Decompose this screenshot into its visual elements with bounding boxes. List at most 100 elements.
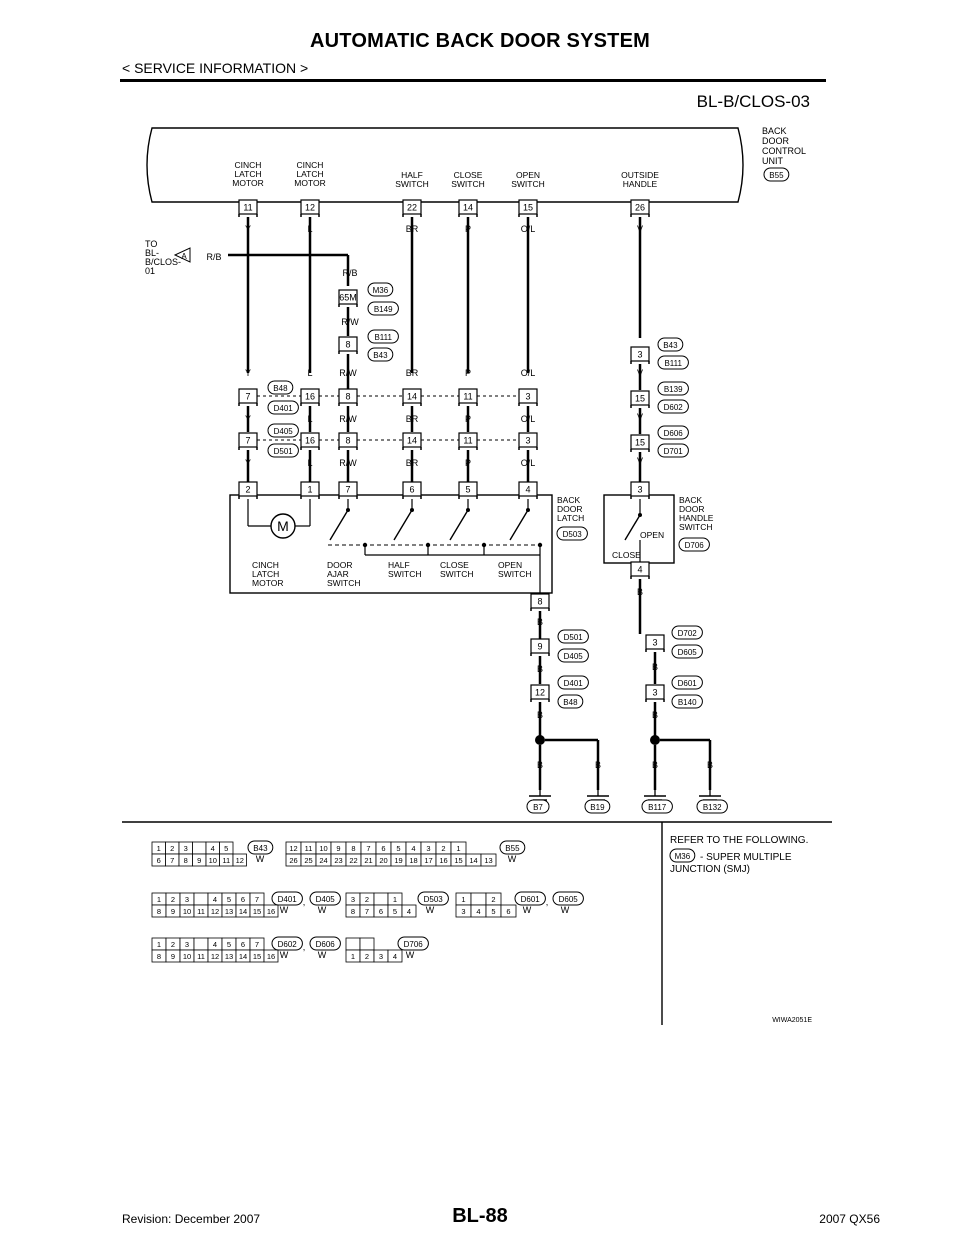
connector-view-cell-number: 7 — [366, 844, 370, 853]
terminal-function-label: CINCH — [235, 160, 262, 170]
connector-view-cell-number: 6 — [381, 844, 385, 853]
connector-view-cell-number: 16 — [267, 952, 275, 961]
smj-pin — [338, 289, 358, 305]
smj-wire-bottom: R/W — [341, 317, 359, 327]
row1-connector-pin — [518, 388, 538, 404]
latch-box-pin-number: 1 — [307, 485, 312, 495]
connector-view-cell-number: 1 — [456, 844, 460, 853]
ground-right-code — [671, 625, 703, 640]
handle-chain-pin — [630, 346, 650, 362]
terminal-function-label: SWITCH — [511, 179, 545, 189]
latch-box-pin — [458, 481, 478, 497]
control-unit-code — [763, 167, 790, 182]
to-reference-label: B/CLOS- — [145, 257, 181, 267]
to-reference-label: TO — [145, 239, 157, 249]
handle-chain-pin-number: 15 — [635, 438, 645, 448]
ref-arrow-marker — [173, 247, 191, 263]
switch-blade — [509, 509, 529, 541]
connector-view-code-text: D405 — [316, 895, 336, 904]
connector-view-color: W — [318, 905, 327, 915]
connector-view-cell-number: 1 — [157, 844, 161, 853]
latch-bottom-pin — [530, 593, 550, 609]
ground-wire-label: B — [537, 617, 543, 627]
connector-view-code — [309, 936, 341, 951]
connector-view-code — [309, 891, 341, 906]
smj-code-text: B149 — [374, 305, 393, 314]
ground-wire-label: B — [707, 760, 713, 770]
handle-switch-title: DOOR — [679, 504, 705, 514]
handle-chain-code — [657, 355, 689, 370]
connector-view-cell-number: 5 — [227, 895, 231, 904]
cu-terminal — [402, 199, 422, 215]
handle-switch-title: BACK — [679, 495, 702, 505]
reference-code-text: M36 — [675, 852, 691, 861]
handle-chain-pin — [630, 390, 650, 406]
connector-view-code — [514, 891, 546, 906]
connector-view-cell-number: 2 — [170, 844, 174, 853]
figure-id: WIWA2051E — [772, 1017, 812, 1024]
handle-switch-code — [678, 537, 710, 552]
connector-view-cell — [263, 949, 279, 963]
connector-view-cell-number: 12 — [211, 952, 219, 961]
connector-view-cell-number: 1 — [351, 952, 355, 961]
connector-view-code-text: D605 — [559, 895, 579, 904]
cu-terminal-number: 15 — [523, 203, 533, 213]
terminal-function-label: CINCH — [297, 160, 324, 170]
connector-view-cell-number: 14 — [239, 952, 247, 961]
motor-letter: M — [277, 518, 289, 534]
row1-connector-pin-number: 14 — [407, 392, 417, 402]
handle-switch-blade — [624, 514, 641, 541]
connector-view-cell-number: 4 — [213, 940, 217, 949]
ground-wire-label: B — [652, 662, 658, 672]
row2-code — [267, 443, 299, 458]
section-subtitle: < SERVICE INFORMATION > — [122, 60, 309, 76]
reference-code — [669, 848, 696, 863]
connector-view-code-text: D606 — [316, 940, 336, 949]
connector-view-cell-number: 7 — [170, 856, 174, 865]
reference-heading: REFER TO THE FOLLOWING. — [670, 835, 808, 846]
handle-top-pin — [630, 481, 650, 497]
ground-right-code — [671, 644, 703, 659]
reference-text: - SUPER MULTIPLE — [700, 852, 792, 863]
connector-view-cell-number: 5 — [227, 940, 231, 949]
connector-view-cell-number: 1 — [461, 895, 465, 904]
connector-view-cell-number: 10 — [183, 907, 191, 916]
connector-view-code — [417, 891, 449, 906]
latch-box-title: DOOR — [557, 504, 583, 514]
connector-view-cell-number: 5 — [491, 907, 495, 916]
ground-right-code-text: D601 — [678, 679, 698, 688]
row1-code — [267, 400, 299, 415]
row2-connector-pin-number: 14 — [407, 436, 417, 446]
connector-view-cell-number: 22 — [349, 856, 357, 865]
row2-connector-pin-number: 3 — [525, 436, 530, 446]
terminal-function-label: CLOSE — [454, 170, 483, 180]
row1-connector-pin-number: 8 — [345, 392, 350, 402]
latch-switch-label: SWITCH — [440, 569, 474, 579]
connector-view-color: W — [318, 950, 327, 960]
connector-view-cell-number: 4 — [211, 844, 215, 853]
ground-code — [641, 799, 673, 814]
connector-view-cell-number: 6 — [506, 907, 510, 916]
connector-view-cell-number: 11 — [222, 856, 230, 865]
ground-wire-label: B — [537, 664, 543, 674]
connector-view-cell-number: 3 — [185, 940, 189, 949]
cu-terminal-number: 12 — [305, 203, 315, 213]
latch-switch-label: CINCH — [252, 560, 279, 570]
cu-terminal — [238, 199, 258, 215]
connector-view-cell — [345, 937, 361, 951]
connector-view-cell-number: 3 — [379, 952, 383, 961]
connector-view-cell-number: 18 — [409, 856, 417, 865]
row2-connector-pin-number: 16 — [305, 436, 315, 446]
ground-left-code — [557, 675, 589, 690]
row1-wire-above: L — [307, 368, 312, 378]
row1-wire-above: O/L — [521, 368, 536, 378]
control-unit-box — [146, 127, 744, 203]
terminal-function-label: SWITCH — [451, 179, 485, 189]
latch-box-pin-number: 6 — [409, 485, 414, 495]
cu-terminal — [300, 199, 320, 215]
row2-connector-pin-number: 8 — [345, 436, 350, 446]
row2-code — [267, 423, 299, 438]
connector-view-cell-number: 12 — [236, 856, 244, 865]
b111-code — [367, 347, 394, 362]
